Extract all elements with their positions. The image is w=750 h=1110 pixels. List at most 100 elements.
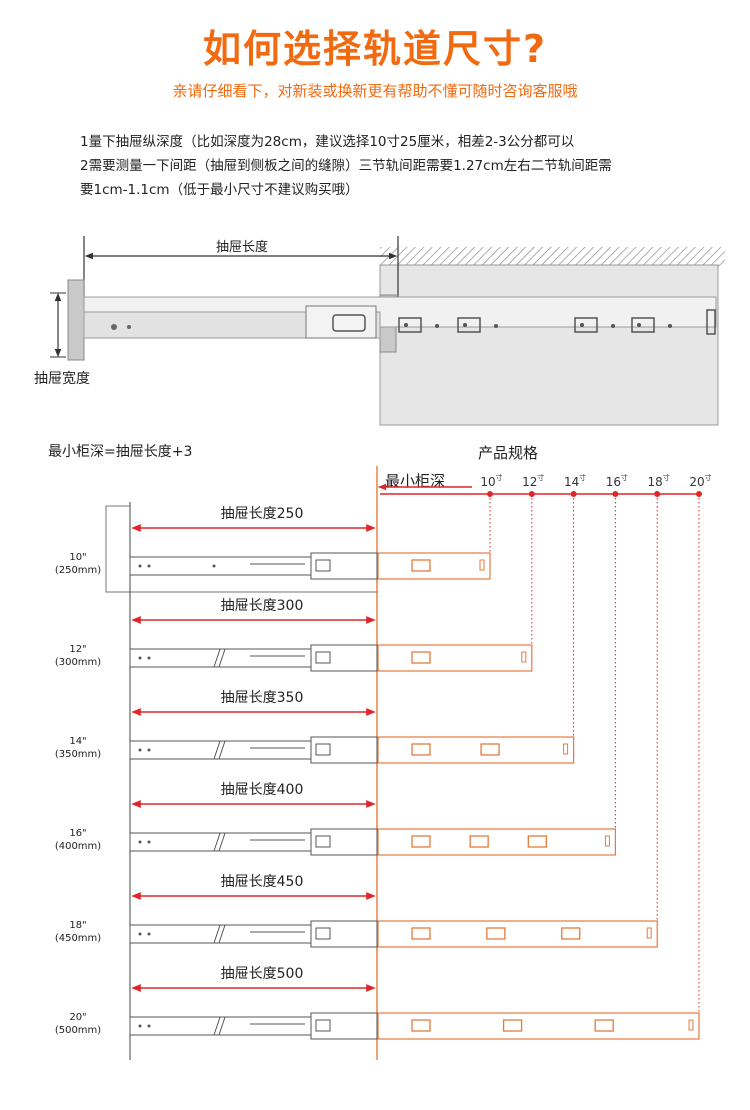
drawer-length-label: 抽屉长度300 — [221, 598, 304, 614]
rail-mount-hole — [411, 559, 431, 572]
rail-screw-hole — [138, 564, 142, 568]
rail-break-mark — [213, 924, 226, 944]
rail-mount-hole — [411, 927, 431, 940]
rail-cabinet-part — [377, 828, 616, 856]
page-subtitle: 亲请仔细看下，对新装或换新更有帮助不懂可随时咨询客服哦 — [172, 82, 578, 100]
rail-mount-hole — [502, 1019, 523, 1032]
rail-slider-hole — [315, 1019, 331, 1032]
rail-screw-hole — [147, 656, 151, 660]
rail-drawer-part — [129, 924, 312, 944]
rail-mount-hole — [469, 835, 489, 848]
spec-tick-dot — [654, 491, 661, 497]
rail-drawer-part — [129, 1016, 312, 1036]
rail-slider-block — [310, 552, 378, 580]
cabinet-side-panel — [379, 264, 719, 426]
rail-slider-hole — [315, 651, 331, 664]
drawer-length-label: 抽屉长度450 — [221, 874, 304, 890]
rail-screw-hole — [147, 932, 151, 936]
rail-break-mark — [213, 648, 226, 668]
product-spec-title: 产品规格 — [478, 444, 539, 462]
spec-tick-dot — [570, 491, 577, 497]
rail-size-mm: (400mm) — [55, 841, 101, 852]
rail-mount-hole — [486, 927, 506, 940]
drawer-length-label: 抽屉长度350 — [221, 690, 304, 706]
rail-screw-hole — [147, 1024, 151, 1028]
spec-tick-dot — [487, 491, 493, 497]
rail-mount-hole — [411, 743, 431, 756]
cabinet-top-hatch — [380, 247, 725, 267]
spec-tick-dot — [528, 491, 535, 497]
rail-size-inch: 16" — [69, 828, 86, 839]
rail-size-inch: 10" — [69, 552, 86, 563]
rail-screw-hole — [138, 1024, 142, 1028]
cabinet-outline — [105, 505, 378, 593]
spec-tick-label: 16 — [606, 475, 621, 489]
rail-cabinet-part — [377, 644, 533, 672]
rail-screw-hole — [138, 656, 142, 660]
page-title: 如何选择轨道尺寸? — [202, 27, 548, 71]
spec-tick-unit: 寸 — [705, 473, 712, 482]
rail-slider-block — [310, 828, 378, 856]
spec-tick-dot — [612, 491, 619, 497]
drawer-length-label: 抽屉长度 — [216, 240, 269, 255]
spec-tick-unit: 寸 — [579, 473, 586, 482]
top-diagram — [50, 236, 725, 426]
spec-tick-unit: 寸 — [663, 473, 670, 482]
rail-size-inch: 12" — [69, 644, 86, 655]
rail-size-mm: (250mm) — [55, 565, 101, 576]
rail-end-stop — [604, 835, 610, 847]
drawer-length-label: 抽屉长度250 — [221, 506, 304, 522]
note-line-3: 要1cm-1.1cm（低于最小尺寸不建议购买哦） — [80, 182, 359, 198]
rail-end-stop — [688, 1019, 694, 1031]
spec-tick-label: 10 — [480, 475, 495, 489]
rail-end-stop — [563, 743, 569, 755]
rail-drawer-part — [129, 740, 312, 760]
rail-screw-hole — [138, 932, 142, 936]
rail-screw-hole — [138, 840, 142, 844]
rail-end-stop — [479, 559, 485, 571]
rail-slider-hole — [315, 927, 331, 940]
rail-screw-hole — [147, 748, 151, 752]
rail-screw-hole — [138, 748, 142, 752]
rail-screw-hole — [147, 840, 151, 844]
rail-mount-hole — [561, 927, 581, 940]
drawer-width-label: 抽屉宽度 — [34, 371, 90, 387]
rail-cabinet-part — [377, 736, 575, 764]
rail-cabinet-part — [377, 920, 658, 948]
rail-slider-hole — [315, 559, 331, 572]
spec-tick-unit: 寸 — [537, 473, 544, 482]
rail-size-mm: (500mm) — [55, 1025, 101, 1036]
rail-cabinet-part — [377, 552, 491, 580]
rail-break-mark — [213, 740, 226, 760]
spec-tick-label: 18 — [648, 475, 663, 489]
spec-tick-dot — [696, 491, 702, 497]
rail-size-mm: (350mm) — [55, 749, 101, 760]
min-depth-label: 最小柜深 — [385, 472, 446, 490]
rail-end-stop — [521, 651, 527, 663]
spec-tick-label: 14 — [564, 475, 579, 489]
rail-screw-hole — [147, 564, 151, 568]
min-depth-formula: 最小柜深=抽屉长度+3 — [48, 444, 193, 460]
spec-tick-unit: 寸 — [496, 473, 503, 482]
rail-drawer-part — [129, 648, 312, 668]
note-line-1: 1量下抽屉纵深度（比如深度为28cm，建议选择10寸25厘米，相差2-3公分都可… — [80, 134, 575, 150]
rail-slider-hole — [315, 743, 331, 756]
rail-drawer-part — [129, 556, 312, 576]
rail-mount-hole — [411, 651, 431, 664]
rail-size-inch: 18" — [69, 920, 86, 931]
rail-size-mm: (450mm) — [55, 933, 101, 944]
rail-size-mm: (300mm) — [55, 657, 101, 668]
rail-slider-hole — [315, 835, 331, 848]
rail-slider-block — [310, 736, 378, 764]
spec-tick-label: 12 — [522, 475, 537, 489]
drawer-length-label: 抽屉长度500 — [221, 966, 304, 982]
rail-end-stop — [646, 927, 652, 939]
drawer-length-label: 抽屉长度400 — [221, 782, 304, 798]
rail-break-mark — [213, 1016, 226, 1036]
note-line-2: 2需要测量一下间距（抽屉到侧板之间的缝隙）三节轨间距需要1.27cm左右二节轨间… — [80, 158, 612, 174]
rail-mount-hole — [480, 743, 500, 756]
rail-cabinet-part — [377, 1012, 700, 1040]
rail-screw-hole — [212, 564, 216, 568]
rail-slider-block — [310, 920, 378, 948]
